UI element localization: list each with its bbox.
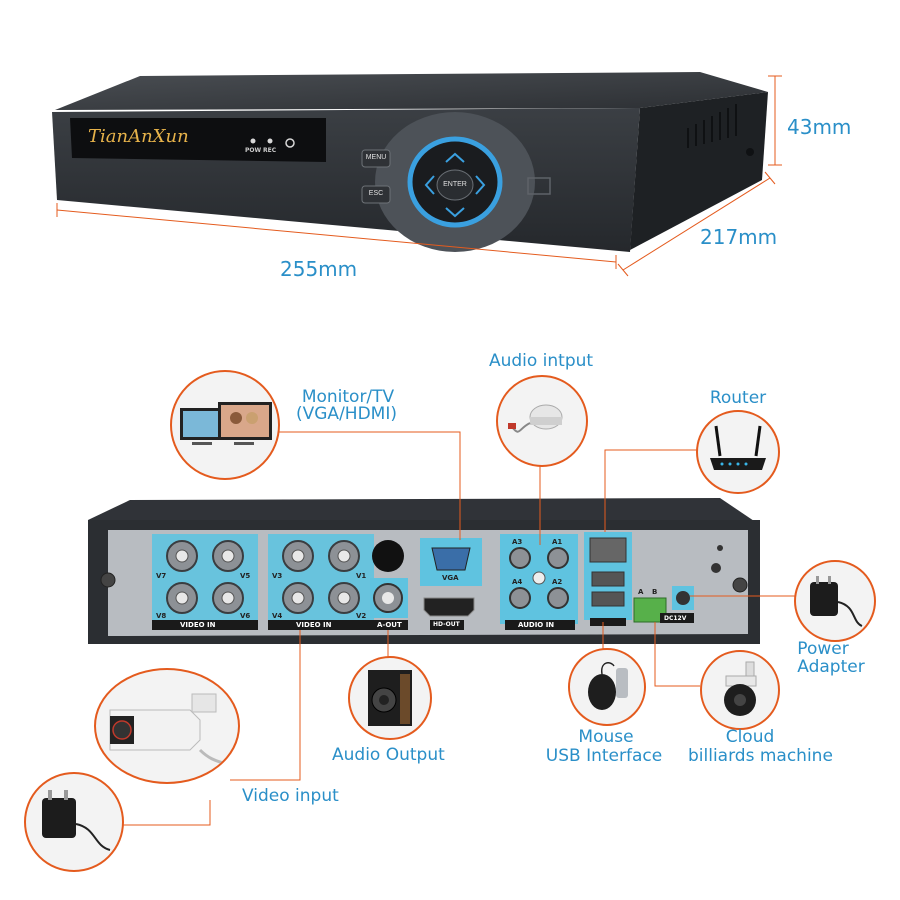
speaker-thumbnail — [348, 656, 432, 740]
monitor-callout-line1: Monitor/TV — [301, 387, 395, 407]
audio-input-callout: Audio intput — [488, 351, 594, 371]
bullet-camera-thumbnail — [94, 668, 240, 784]
enter-button[interactable]: ENTER — [443, 181, 467, 188]
height-dimension: 43mm — [787, 115, 852, 139]
vga-label: VGA — [442, 574, 459, 582]
front-view: TianAnXun POW REC MENU ESC ENTER 43mm 21… — [0, 0, 900, 300]
audio-port-label: A2 — [552, 578, 563, 586]
depth-dimension: 217mm — [700, 225, 778, 249]
audio-port-label: A4 — [512, 578, 523, 586]
monitor-icon — [180, 402, 272, 445]
bnc-label: V8 — [156, 612, 167, 620]
bnc-label: V4 — [272, 612, 283, 620]
microphone-thumbnail — [496, 375, 588, 467]
video-in-left-label: VIDEO IN — [180, 621, 216, 629]
bnc-label: V7 — [156, 572, 167, 580]
microphone-icon — [508, 404, 563, 433]
terminal-a-label: A — [638, 588, 644, 596]
router-icon — [710, 425, 766, 470]
a-out-label: A-OUT — [377, 621, 402, 629]
front-dvr-illustration — [52, 72, 782, 277]
menu-button[interactable]: MENU — [365, 154, 387, 161]
power-callout-line1: Power — [797, 639, 849, 659]
hd-out-label: HD-OUT — [433, 621, 460, 628]
bnc-label: V2 — [356, 612, 367, 620]
bnc-label: V1 — [356, 572, 367, 580]
esc-button[interactable]: ESC — [368, 190, 384, 197]
mouse-callout-line2: USB Interface — [545, 746, 663, 766]
cloud-callout-line1: Cloud — [725, 727, 775, 747]
audio-port-label: A1 — [552, 538, 563, 546]
audio-port-label: A3 — [512, 538, 523, 546]
router-thumbnail — [696, 410, 780, 494]
camera-adapter-thumbnail — [24, 772, 124, 872]
ptz-camera-thumbnail — [700, 650, 780, 730]
led-rec-label: REC — [263, 147, 277, 154]
video-input-callout: Video input — [242, 786, 339, 806]
led-pow-label: POW — [245, 147, 262, 154]
width-dimension: 255mm — [280, 257, 358, 281]
power-adapter-icon — [810, 576, 863, 627]
dc12v-label: DC12V — [664, 615, 687, 622]
monitor-callout-line2: (VGA/HDMI) — [296, 404, 397, 424]
camera-adapter-icon — [42, 790, 111, 851]
terminal-b-label: B — [652, 588, 658, 596]
video-in-right-label: VIDEO IN — [296, 621, 332, 629]
menu-button-shape — [361, 149, 391, 168]
bnc-label: V6 — [240, 612, 251, 620]
esc-button-shape — [361, 185, 391, 204]
cloud-callout-line2: billiards machine — [688, 746, 833, 766]
power-callout-line2: Adapter — [797, 657, 865, 677]
bnc-label: V5 — [240, 572, 251, 580]
brand-logo: TianAnXun — [88, 126, 189, 147]
front-display-strip — [70, 118, 326, 162]
power-adapter-thumbnail — [794, 560, 876, 642]
ptz-camera-icon — [724, 661, 757, 716]
mouse-icon — [588, 661, 628, 710]
monitor-tv-thumbnail — [170, 370, 280, 480]
bnc-label: V3 — [272, 572, 283, 580]
router-callout: Router — [709, 388, 767, 408]
mouse-callout-line1: Mouse — [578, 727, 634, 747]
speaker-icon — [368, 670, 412, 726]
audio-output-callout: Audio Output — [332, 745, 445, 765]
audio-in-label: AUDIO IN — [518, 621, 555, 629]
bullet-camera-icon — [109, 693, 236, 771]
mouse-thumbnail — [568, 648, 646, 726]
